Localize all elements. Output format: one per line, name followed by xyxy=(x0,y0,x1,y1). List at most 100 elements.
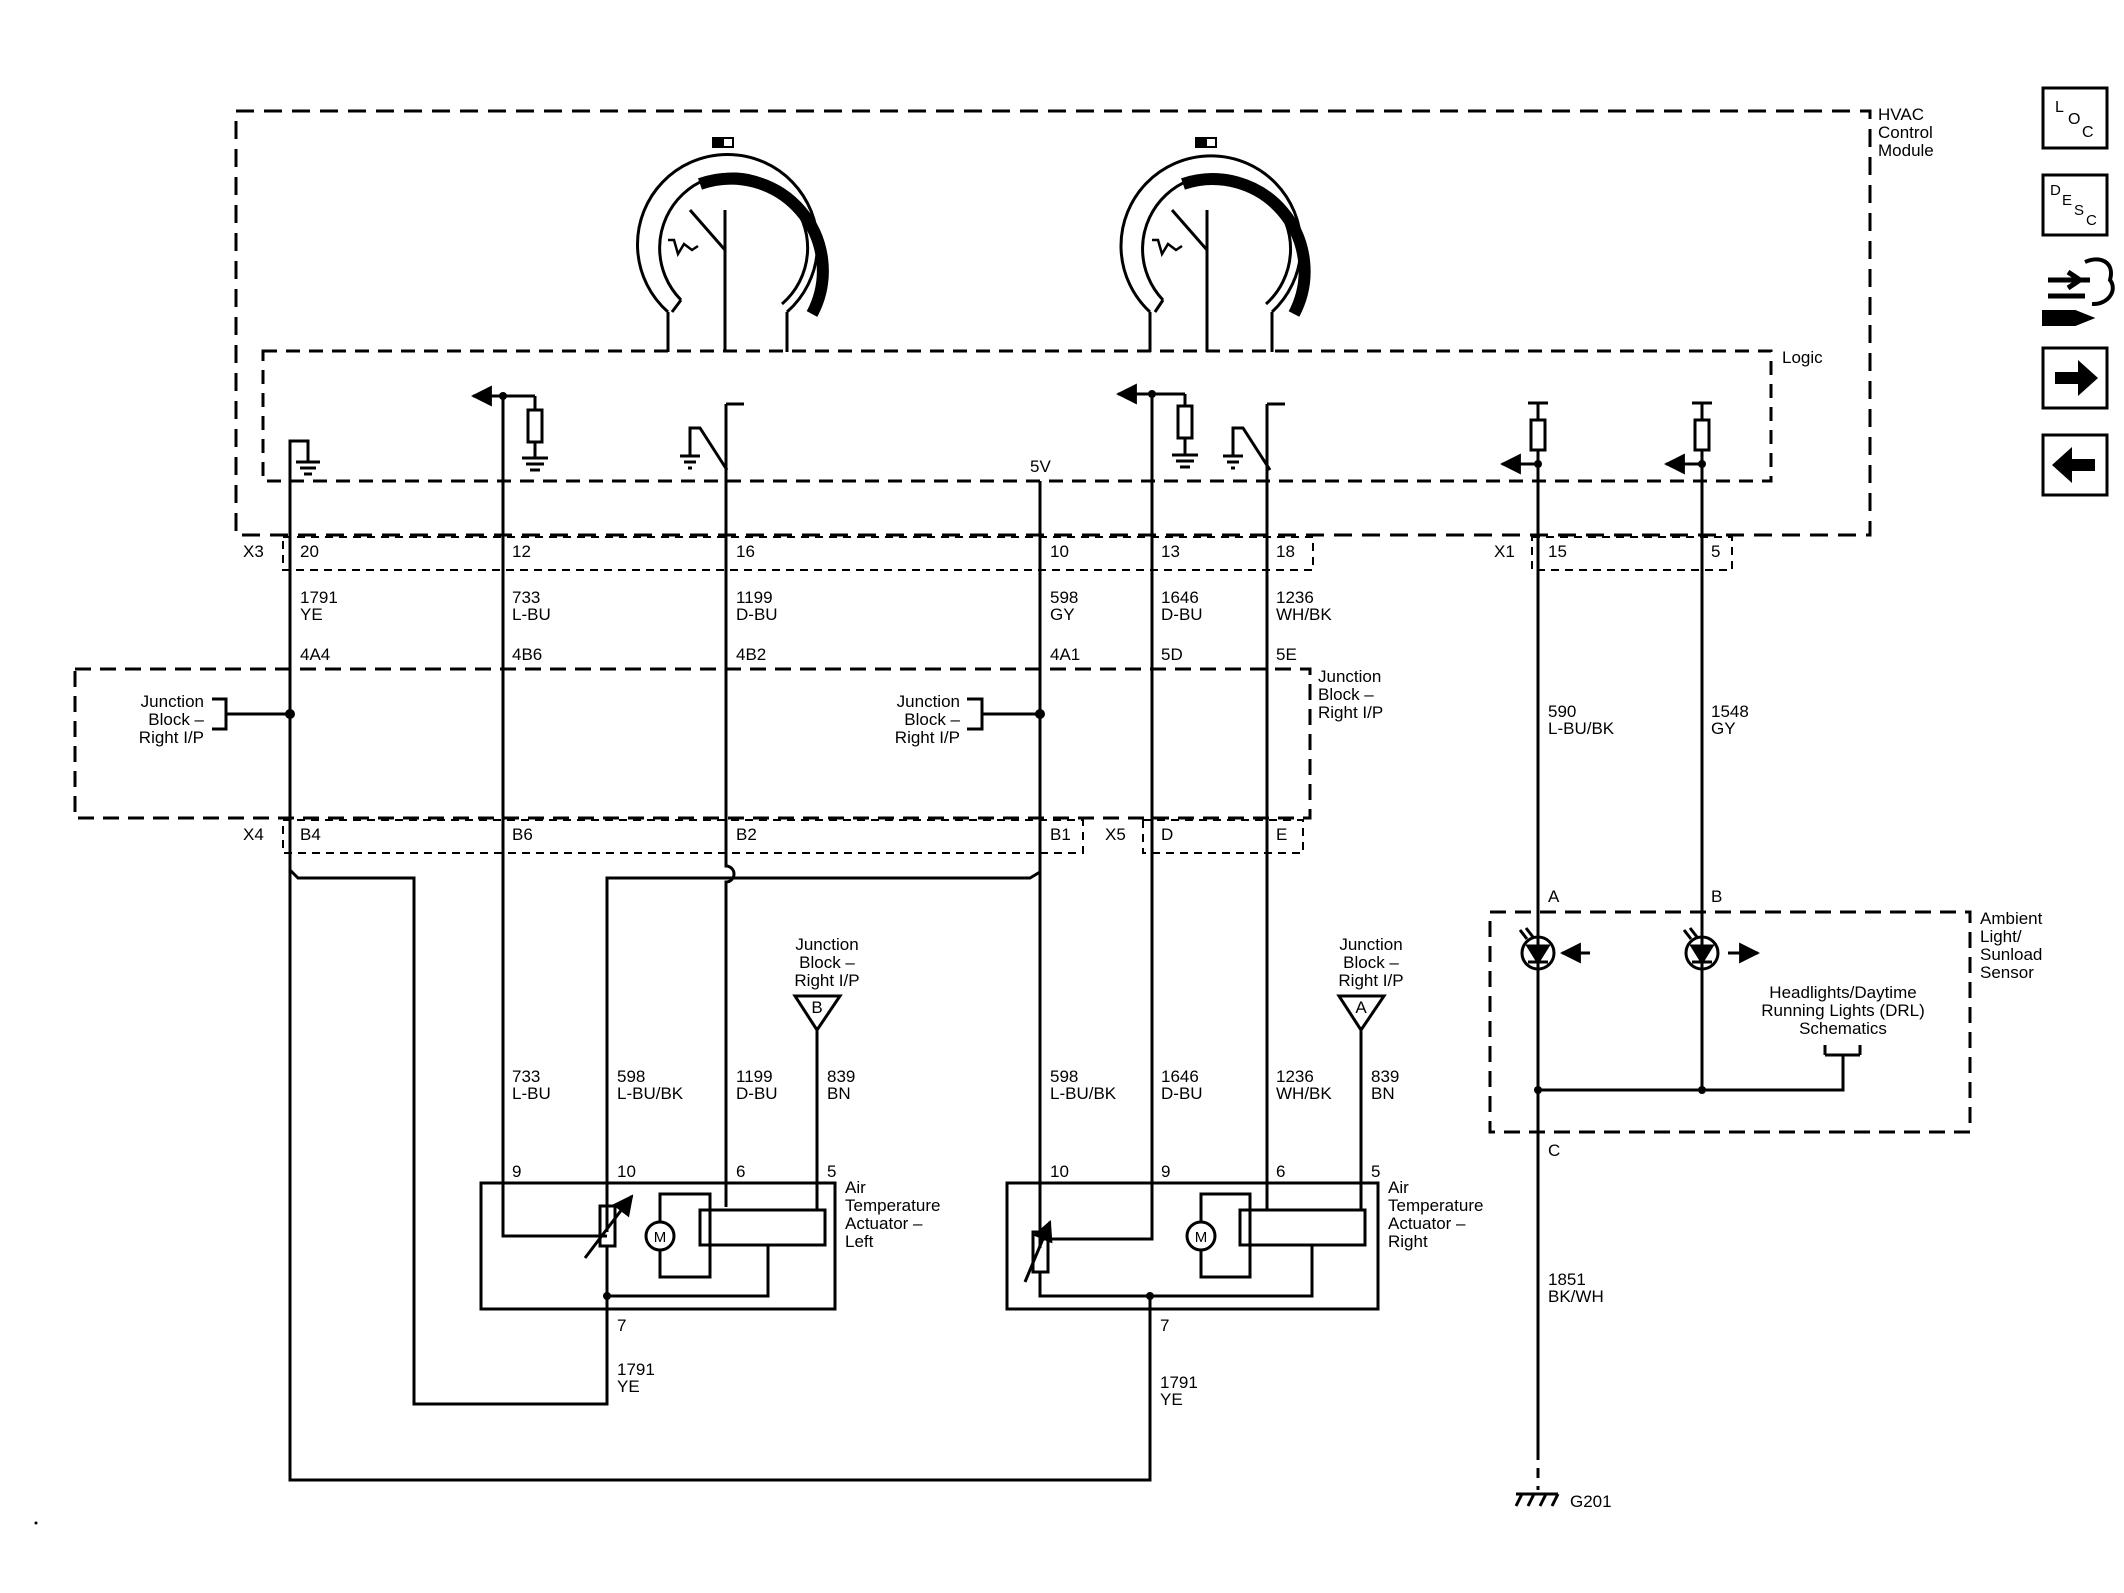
ground-g201: G201 xyxy=(1570,1492,1612,1511)
al-wire-1199: 1199 xyxy=(736,1067,773,1086)
color-1548: GY xyxy=(1711,719,1736,738)
ar-title-4: Right xyxy=(1388,1232,1428,1251)
sensor-title-1: Ambient xyxy=(1980,909,2043,928)
circuit-1851: 1851 xyxy=(1548,1270,1586,1289)
ar-ground-color: YE xyxy=(1160,1390,1183,1409)
al-title-3: Actuator – xyxy=(845,1214,923,1233)
hvac-title-3: Module xyxy=(1878,141,1934,160)
jb-pin-4a4: 4A4 xyxy=(300,645,330,664)
logic-pullup-15 xyxy=(1499,401,1548,475)
prev-arrow-button[interactable] xyxy=(2041,433,2109,497)
circuit-1548: 1548 xyxy=(1711,702,1749,721)
wire-1199 xyxy=(724,455,736,1207)
connector-x5 xyxy=(1142,819,1304,854)
sensor-pin-c: C xyxy=(1548,1141,1560,1160)
circuit-1199: 1199 xyxy=(736,588,773,607)
logic-label: Logic xyxy=(1782,348,1823,367)
loc-button[interactable]: L O C xyxy=(2041,86,2109,150)
al-wire-598-color: L-BU/BK xyxy=(617,1084,684,1103)
desc-button-c: C xyxy=(2086,212,2097,229)
logic-switch-16 xyxy=(680,402,744,471)
ar-pin-9: 9 xyxy=(1161,1162,1170,1181)
jb-pin-5d: 5D xyxy=(1161,645,1183,664)
circuit-733: 733 xyxy=(512,588,540,607)
sensor-pin-a: A xyxy=(1548,887,1560,906)
jb-pin-4b6: 4B6 xyxy=(512,645,542,664)
connector-x4 xyxy=(282,819,1084,854)
pin-13: 13 xyxy=(1161,542,1180,561)
ar-title-3: Actuator – xyxy=(1388,1214,1466,1233)
ar-motor-label: M xyxy=(1195,1229,1208,1246)
sensor-title-4: Sensor xyxy=(1980,963,2034,982)
ar-pin-5: 5 xyxy=(1371,1162,1380,1181)
wire-733 xyxy=(501,396,607,1238)
desc-button-s: S xyxy=(2074,202,2084,219)
next-arrow-button[interactable] xyxy=(2041,346,2109,410)
al-pin-7: 7 xyxy=(617,1316,626,1335)
sensor-boundary xyxy=(1488,910,1972,1134)
jb-ref-b-1: Junction xyxy=(795,935,858,954)
jb-pin-e: E xyxy=(1276,825,1287,844)
al-title-4: Left xyxy=(845,1232,874,1251)
wire-1791-branch xyxy=(288,868,609,1406)
circuit-590: 590 xyxy=(1548,702,1576,721)
color-733: L-BU xyxy=(512,605,551,624)
jb-pin-b2: B2 xyxy=(736,825,757,844)
ground-symbol xyxy=(288,439,320,476)
loc-button-c: C xyxy=(2082,124,2094,141)
ar-pin-7: 7 xyxy=(1160,1316,1169,1335)
hvac-module-boundary xyxy=(234,109,1872,537)
jb-pin-5e: 5E xyxy=(1276,645,1297,664)
jb-ref-a-3: Right I/P xyxy=(1338,971,1403,990)
color-598: GY xyxy=(1050,605,1075,624)
al-pin-9: 9 xyxy=(512,1162,521,1181)
jb-ref-b-letter: B xyxy=(811,998,822,1017)
ar-pin-6: 6 xyxy=(1276,1162,1285,1181)
loc-button-l: L xyxy=(2055,99,2064,116)
jb-ref-a-1: Junction xyxy=(1339,935,1402,954)
loc-button-o: O xyxy=(2068,111,2080,128)
al-wire-733-color: L-BU xyxy=(512,1084,551,1103)
desc-button-d: D xyxy=(2050,182,2061,199)
drl-ref-2: Running Lights (DRL) xyxy=(1761,1001,1924,1020)
ar-wire-839: 839 xyxy=(1371,1067,1399,1086)
jb-pin-b1: B1 xyxy=(1050,825,1071,844)
logic-boundary xyxy=(261,349,1773,483)
al-pin-6: 6 xyxy=(736,1162,745,1181)
actuator-right-box xyxy=(1005,1181,1380,1311)
drl-ref-3: Schematics xyxy=(1799,1019,1887,1038)
jb-ref-b-2: Block – xyxy=(799,953,855,972)
al-wire-839-color: BN xyxy=(827,1084,851,1103)
color-1851: BK/WH xyxy=(1548,1287,1604,1306)
circuit-1791: 1791 xyxy=(300,588,338,607)
al-title-2: Temperature xyxy=(845,1196,940,1215)
jb-pin-d: D xyxy=(1161,825,1173,844)
color-1646: D-BU xyxy=(1161,605,1203,624)
al-pin-5: 5 xyxy=(827,1162,836,1181)
logic-pullup-5 xyxy=(1663,401,1712,475)
connector-view-icon[interactable] xyxy=(2042,257,2115,326)
connector-x1-label: X1 xyxy=(1494,542,1515,561)
desc-button[interactable]: D E S C xyxy=(2041,173,2109,237)
jb-label-left-2: Block – xyxy=(148,710,204,729)
ar-wire-598-color: L-BU/BK xyxy=(1050,1084,1117,1103)
desc-button-e: E xyxy=(2062,192,2072,209)
arrow-left-icon xyxy=(2052,447,2095,483)
color-1199: D-BU xyxy=(736,605,778,624)
jb-pin-4b2: 4B2 xyxy=(736,645,766,664)
sensor-pin-b: B xyxy=(1711,887,1722,906)
ar-wire-1236: 1236 xyxy=(1276,1067,1314,1086)
ar-wire-1236-color: WH/BK xyxy=(1276,1084,1332,1103)
jb-ref-a-2: Block – xyxy=(1343,953,1399,972)
circuit-1646: 1646 xyxy=(1161,588,1199,607)
logic-resistor-12 xyxy=(470,385,548,472)
temp-dial-right xyxy=(1119,137,1311,352)
ar-ground-circuit: 1791 xyxy=(1160,1373,1198,1392)
connector-x1 xyxy=(1531,536,1733,571)
sensor-photodiode-a xyxy=(1518,927,1590,971)
actuator-right-driver xyxy=(1238,1208,1367,1247)
jb-bracket-left xyxy=(212,697,290,731)
sensor-photodiode-b xyxy=(1682,927,1761,971)
pin-16: 16 xyxy=(736,542,755,561)
